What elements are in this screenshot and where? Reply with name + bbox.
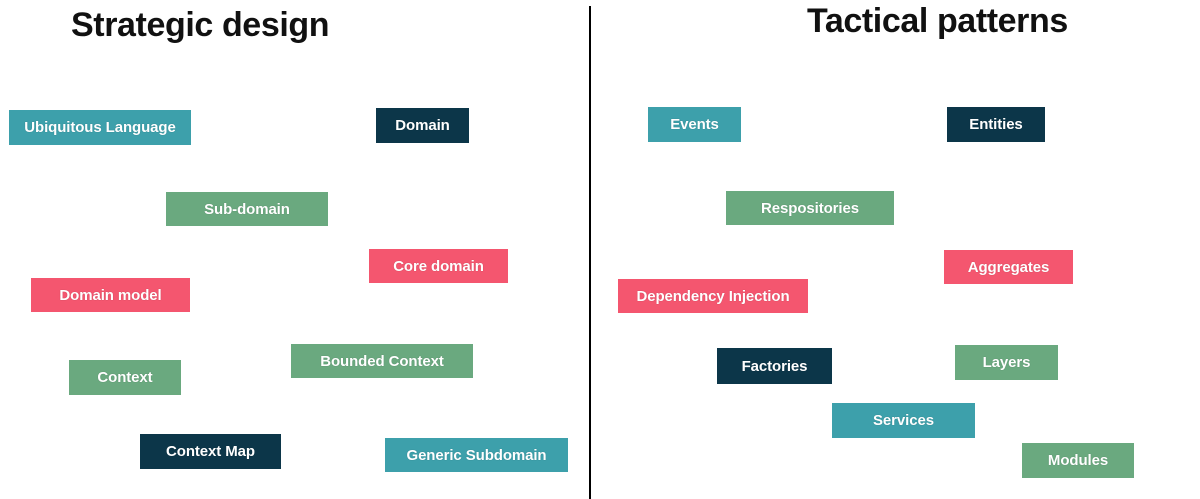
- term-box[interactable]: Ubiquitous Language: [9, 110, 191, 145]
- term-box[interactable]: Aggregates: [944, 250, 1073, 284]
- term-box[interactable]: Factories: [717, 348, 832, 384]
- term-box-label: Bounded Context: [320, 352, 444, 370]
- term-box[interactable]: Context Map: [140, 434, 281, 469]
- term-box-label: Aggregates: [967, 258, 1050, 276]
- term-box-label: Events: [670, 116, 719, 133]
- term-box-label: Factories: [741, 357, 808, 375]
- term-box-label: Generic Subdomain: [406, 446, 547, 464]
- term-box-label: Core domain: [393, 257, 484, 275]
- term-box-label: Sub-domain: [204, 200, 290, 218]
- term-box[interactable]: Dependency Injection: [618, 279, 808, 313]
- term-box[interactable]: Domain model: [31, 278, 190, 312]
- term-box[interactable]: Sub-domain: [166, 192, 328, 226]
- term-box[interactable]: Domain: [376, 108, 469, 143]
- panel-title-tactical-patterns: Tactical patterns: [807, 2, 1068, 40]
- term-box[interactable]: Entities: [947, 107, 1045, 142]
- term-box[interactable]: Services: [832, 403, 975, 438]
- term-box-label: Layers: [982, 354, 1031, 371]
- panel-title-strategic-design: Strategic design: [71, 6, 330, 44]
- term-box-label: Entities: [969, 116, 1023, 133]
- term-box-label: Context Map: [166, 443, 255, 460]
- term-box-label: Dependency Injection: [636, 287, 790, 305]
- term-box[interactable]: Core domain: [369, 249, 508, 283]
- term-box[interactable]: Generic Subdomain: [385, 438, 568, 472]
- term-box[interactable]: Respositories: [726, 191, 894, 225]
- term-box-label: Ubiquitous Language: [24, 119, 176, 136]
- term-box-label: Respositories: [761, 199, 859, 217]
- term-box-label: Domain model: [59, 286, 162, 304]
- term-box[interactable]: Layers: [955, 345, 1058, 380]
- term-box-label: Services: [873, 412, 934, 429]
- term-box[interactable]: Bounded Context: [291, 344, 473, 378]
- term-box[interactable]: Events: [648, 107, 741, 142]
- term-box-label: Modules: [1047, 452, 1109, 469]
- term-box[interactable]: Context: [69, 360, 181, 395]
- term-box-label: Domain: [395, 117, 450, 134]
- term-box[interactable]: Modules: [1022, 443, 1134, 478]
- vertical-divider: [589, 6, 591, 499]
- term-box-label: Context: [97, 369, 153, 386]
